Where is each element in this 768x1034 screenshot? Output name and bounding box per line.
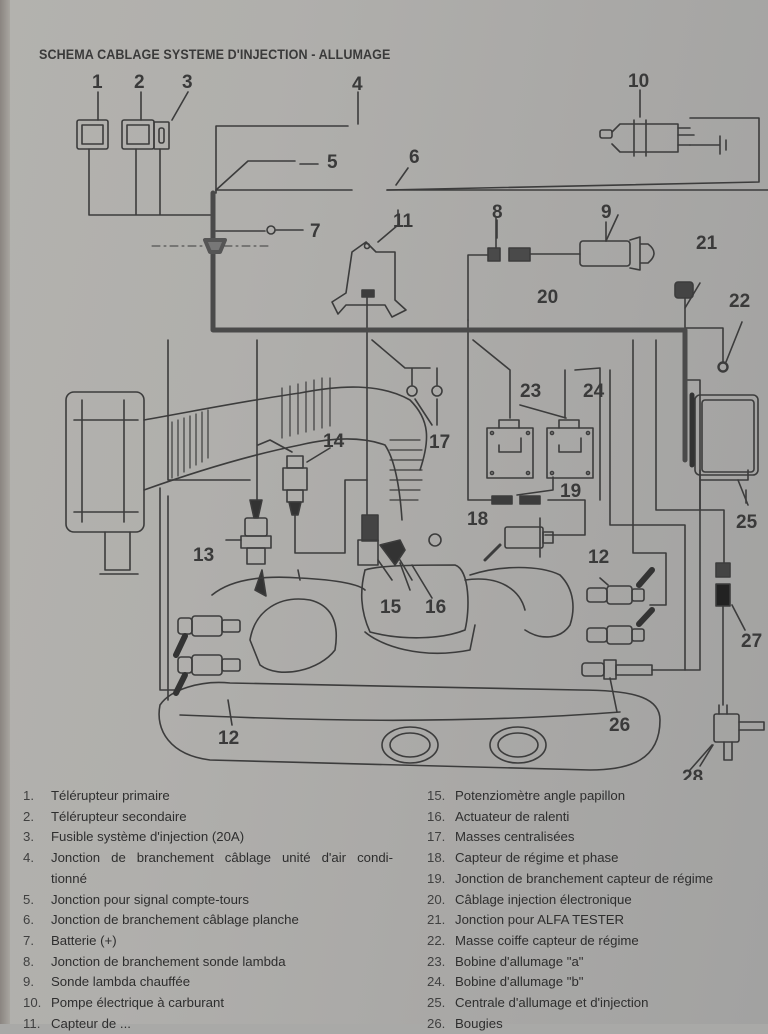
callout-4: 4 — [352, 74, 363, 95]
callout-6: 6 — [409, 147, 420, 168]
callout-17: 17 — [429, 432, 450, 453]
rpm-phase-sensor-icon — [504, 517, 554, 558]
connector-27-icon — [715, 562, 731, 578]
injector-left-upper-icon — [173, 615, 241, 658]
ignition-injection-ecu-icon — [694, 394, 759, 481]
legend-item: 16.Actuateur de ralenti — [427, 808, 570, 824]
callout-16: 16 — [425, 597, 446, 618]
legend-item: 21.Jonction pour ALFA TESTER — [427, 912, 625, 928]
callout-19: 19 — [560, 481, 581, 502]
legend-item: 22.Masse coiffe capteur de régime — [427, 932, 639, 948]
battery-terminal-icon — [266, 225, 276, 235]
callout-24: 24 — [583, 381, 605, 402]
wiring-diagram: 1 2 3 4 5 6 7 8 9 10 11 12 12 13 14 15 1… — [65, 71, 768, 780]
lambda-sensor-icon — [579, 236, 655, 271]
legend-left-column: 1.Télérupteur primaire 2.Télérupteur sec… — [23, 786, 393, 1034]
fuel-pump-icon — [599, 119, 695, 157]
fuse-icon — [153, 121, 170, 150]
ignition-coil-b-icon — [546, 419, 594, 479]
ground-terminal-icon — [717, 361, 729, 373]
legend-item: 24.Bobine d'allumage "b" — [427, 974, 584, 990]
throttle-body-icon — [357, 514, 442, 566]
callout-8: 8 — [492, 202, 503, 223]
callout-14: 14 — [323, 431, 345, 452]
air-filter-icon — [65, 391, 145, 575]
intake-port-right — [489, 726, 547, 764]
legend-item: 4.Jonction de branchement câblage unité … — [23, 850, 393, 866]
callout-5: 5 — [327, 152, 338, 173]
injector-right-upper-icon — [586, 567, 655, 605]
callout-28: 28 — [682, 767, 703, 780]
callout-13: 13 — [193, 545, 214, 566]
relay-primary-icon — [76, 119, 109, 150]
injection-harness — [210, 190, 688, 463]
callout-20: 20 — [537, 287, 558, 308]
legend-item: 1.Télérupteur primaire — [23, 788, 170, 803]
callout-12-left: 12 — [218, 728, 239, 749]
page-title: SCHEMA CABLAGE SYSTEME D'INJECTION - ALL… — [39, 47, 391, 62]
ignition-coil-a-icon — [486, 419, 534, 479]
injector-left-lower-icon — [173, 654, 241, 696]
legend-item: 7.Batterie (+) — [23, 932, 117, 948]
callout-23: 23 — [520, 381, 541, 402]
legend-item: 3.Fusible système d'injection (20A) — [23, 829, 245, 845]
solenoid-valve-icon — [713, 704, 765, 761]
legend-item: 19.Jonction de branchement capteur de ré… — [427, 870, 714, 886]
callout-15: 15 — [380, 597, 402, 618]
callout-3: 3 — [182, 72, 193, 93]
legend-item: 5.Jonction pour signal compte-tours — [23, 891, 249, 907]
legend-item-continuation: tionné — [51, 870, 87, 886]
legend-item: 20.Câblage injection électronique — [427, 891, 632, 907]
injector-right-lower-icon — [586, 607, 655, 645]
legend-item: 8.Jonction de branchement sonde lambda — [23, 953, 286, 969]
page-binding-edge — [0, 0, 10, 1024]
legend-item: 10.Pompe électrique à carburant — [23, 995, 225, 1011]
legend-item: 25.Centrale d'allumage et d'injection — [427, 995, 649, 1011]
legend-item: 17.Masses centralisées — [427, 829, 575, 845]
callout-1: 1 — [92, 72, 103, 93]
callout-22: 22 — [729, 291, 750, 312]
callout-18: 18 — [467, 509, 488, 530]
callout-7: 7 — [310, 221, 321, 242]
alfa-tester-connector-icon — [674, 281, 694, 299]
coolant-temp-sensor-icon — [240, 499, 272, 565]
callout-11: 11 — [393, 211, 414, 232]
legend-item: 6.Jonction de branchement câblage planch… — [23, 912, 299, 928]
callout-25: 25 — [736, 512, 758, 533]
callout-27: 27 — [741, 631, 762, 652]
callout-10: 10 — [628, 71, 649, 92]
callout-26: 26 — [609, 715, 630, 736]
intake-port-left — [381, 726, 439, 764]
callout-12-right: 12 — [588, 547, 609, 568]
callout-9: 9 — [601, 202, 612, 223]
legend-right-column: 15.Potenziomètre angle papillon 16.Actua… — [427, 786, 757, 1034]
callout-21: 21 — [696, 233, 718, 254]
air-temp-sensor-icon — [282, 455, 308, 516]
connector-8-icon — [487, 247, 501, 262]
spark-plug-icon — [581, 659, 653, 680]
legend-item: 2.Télérupteur secondaire — [23, 808, 187, 824]
legend-item: 18.Capteur de régime et phase — [427, 850, 619, 866]
legend-item: 9.Sonde lambda chauffée — [23, 974, 191, 990]
callout-2: 2 — [134, 72, 145, 93]
legend-item: 23.Bobine d'allumage "a" — [427, 953, 584, 969]
ecu-module-icon — [331, 241, 407, 318]
legend-item: 15.Potenziomètre angle papillon — [427, 788, 626, 803]
